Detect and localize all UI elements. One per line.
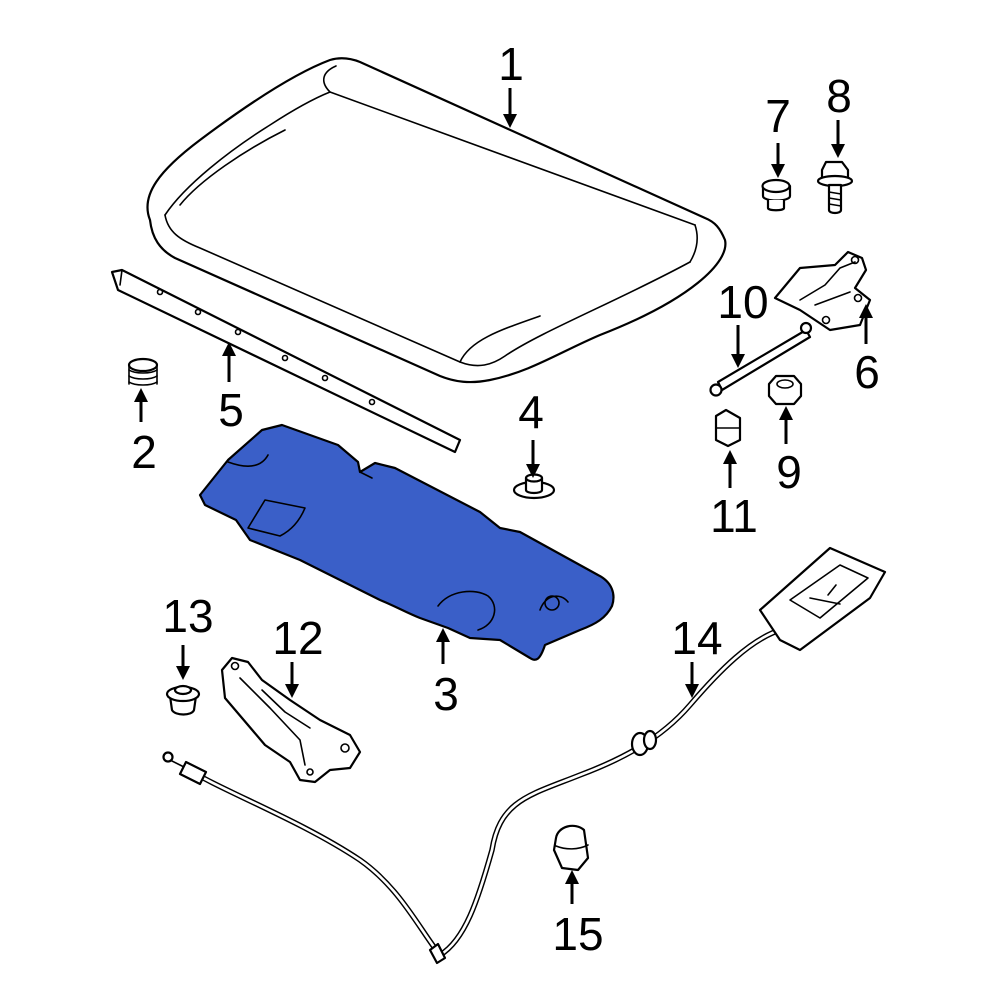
hinge-bolt — [816, 160, 854, 215]
cable-grommet — [165, 684, 201, 716]
callout-12: 12 — [272, 612, 323, 664]
arrow-1 — [503, 88, 517, 128]
release-cable — [162, 546, 887, 965]
arrow-2 — [134, 388, 148, 422]
arrow-14 — [685, 662, 699, 698]
callout-3: 3 — [433, 668, 459, 720]
arrow-13 — [176, 645, 190, 680]
hood-bumper-spring — [127, 357, 159, 386]
rod-clip — [714, 408, 742, 448]
callout-2: 2 — [131, 426, 157, 478]
hood-hinge — [773, 250, 872, 332]
callout-5: 5 — [218, 384, 244, 436]
arrow-9 — [779, 406, 793, 444]
arrow-15 — [565, 870, 579, 904]
arrow-12 — [285, 662, 299, 698]
arrow-5 — [222, 342, 236, 382]
callout-9: 9 — [776, 446, 802, 498]
arrow-3 — [436, 628, 450, 664]
arrow-4 — [526, 440, 540, 478]
callout-11: 11 — [710, 490, 758, 542]
hex-nut — [767, 374, 803, 406]
hood-bumper-cap — [761, 178, 792, 212]
callout-7: 7 — [765, 90, 791, 142]
arrow-7 — [771, 143, 785, 178]
callout-labels: 1 2 3 4 5 6 7 8 9 10 11 12 13 14 15 — [131, 38, 880, 960]
hood-panel — [146, 57, 727, 384]
hood-insulator — [198, 423, 615, 661]
hood-latch — [220, 656, 362, 784]
insulator-shape — [198, 423, 615, 661]
retainer-clip — [512, 473, 556, 500]
callout-8: 8 — [826, 70, 852, 122]
callout-1: 1 — [498, 38, 524, 90]
callout-arrows — [134, 88, 873, 904]
callout-4: 4 — [518, 386, 544, 438]
hood-weatherstrip — [110, 268, 462, 454]
arrow-10 — [731, 325, 745, 368]
callout-14: 14 — [671, 612, 722, 664]
arrow-11 — [723, 450, 737, 488]
callout-10: 10 — [717, 276, 768, 328]
arrow-8 — [831, 120, 845, 158]
callout-13: 13 — [162, 590, 213, 642]
callout-6: 6 — [854, 346, 880, 398]
hood-support-rod — [709, 321, 813, 397]
callout-15: 15 — [552, 908, 603, 960]
arrow-6 — [859, 304, 873, 344]
release-handle — [552, 824, 590, 872]
